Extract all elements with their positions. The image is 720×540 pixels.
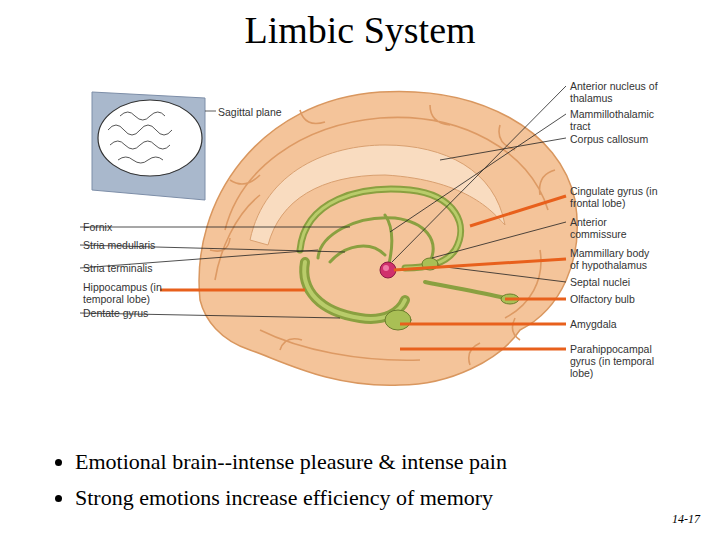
highlight-line [160,289,305,292]
part-label: Mammillary body of hypothalamus [570,247,658,271]
part-label: Corpus callosum [570,133,648,145]
cortex-outline [199,91,577,385]
limbic-structures [300,189,519,330]
leader-line [432,222,566,258]
part-label: Cingulate gyrus (in frontal lobe) [570,185,658,209]
part-label: Dentate gyrus [83,307,148,319]
inset-gyri [108,112,172,163]
bullet-list: Emotional brain--intense pleasure & inte… [48,444,715,516]
mammillary-highlight [383,265,389,271]
slide-number: 14-17 [672,512,700,527]
inset-brain [98,100,202,176]
leader-lines [80,86,566,318]
part-label: Amygdala [570,318,617,330]
highlight-line [394,259,566,270]
highlight-line [505,298,566,301]
part-label: Anterior nucleus of thalamus [570,80,660,104]
hippocampus-highlight [304,262,405,319]
part-label: Anterior commissure [570,216,650,240]
part-label: Stria medullaris [83,239,155,251]
part-label: Septal nuclei [570,276,630,288]
cortex [199,91,577,385]
amygdala [385,310,411,330]
olfactory-tract [425,282,505,298]
leader-line [80,227,350,228]
leader-line [440,138,566,160]
corpus-callosum [250,145,505,245]
leader-line [438,266,566,282]
highlight-line [400,323,566,326]
bullet-point: Strong emotions increase efficiency of m… [75,480,715,516]
plane [92,92,205,200]
mammillothalamic-tract [385,215,392,268]
leader-line [392,86,566,262]
highlight-lines [160,196,566,349]
part-label: Parahippocampal gyrus (in temporal lobe) [570,343,660,379]
part-label: Hippocampus (in temporal lobe) [83,281,175,305]
leader-line [205,111,216,112]
part-label: Stria terminalis [83,262,152,274]
highlight-line [400,348,566,351]
plane-label: Sagittal plane [218,106,282,118]
part-label: Olfactory bulb [570,293,635,305]
hippocampus [304,262,405,319]
highlight-line [470,196,566,226]
slide-title: Limbic System [0,8,720,52]
mammillary-body [380,262,396,278]
stria-terminalis [318,218,433,262]
sagittal-inset [92,92,216,200]
part-label: Fornix [83,221,112,233]
part-label: Mammillothalamic tract [570,108,670,132]
bullet-point: Emotional brain--intense pleasure & inte… [75,444,715,480]
leader-line [390,114,566,232]
stria-medullaris [330,246,385,262]
gyri [210,105,555,365]
